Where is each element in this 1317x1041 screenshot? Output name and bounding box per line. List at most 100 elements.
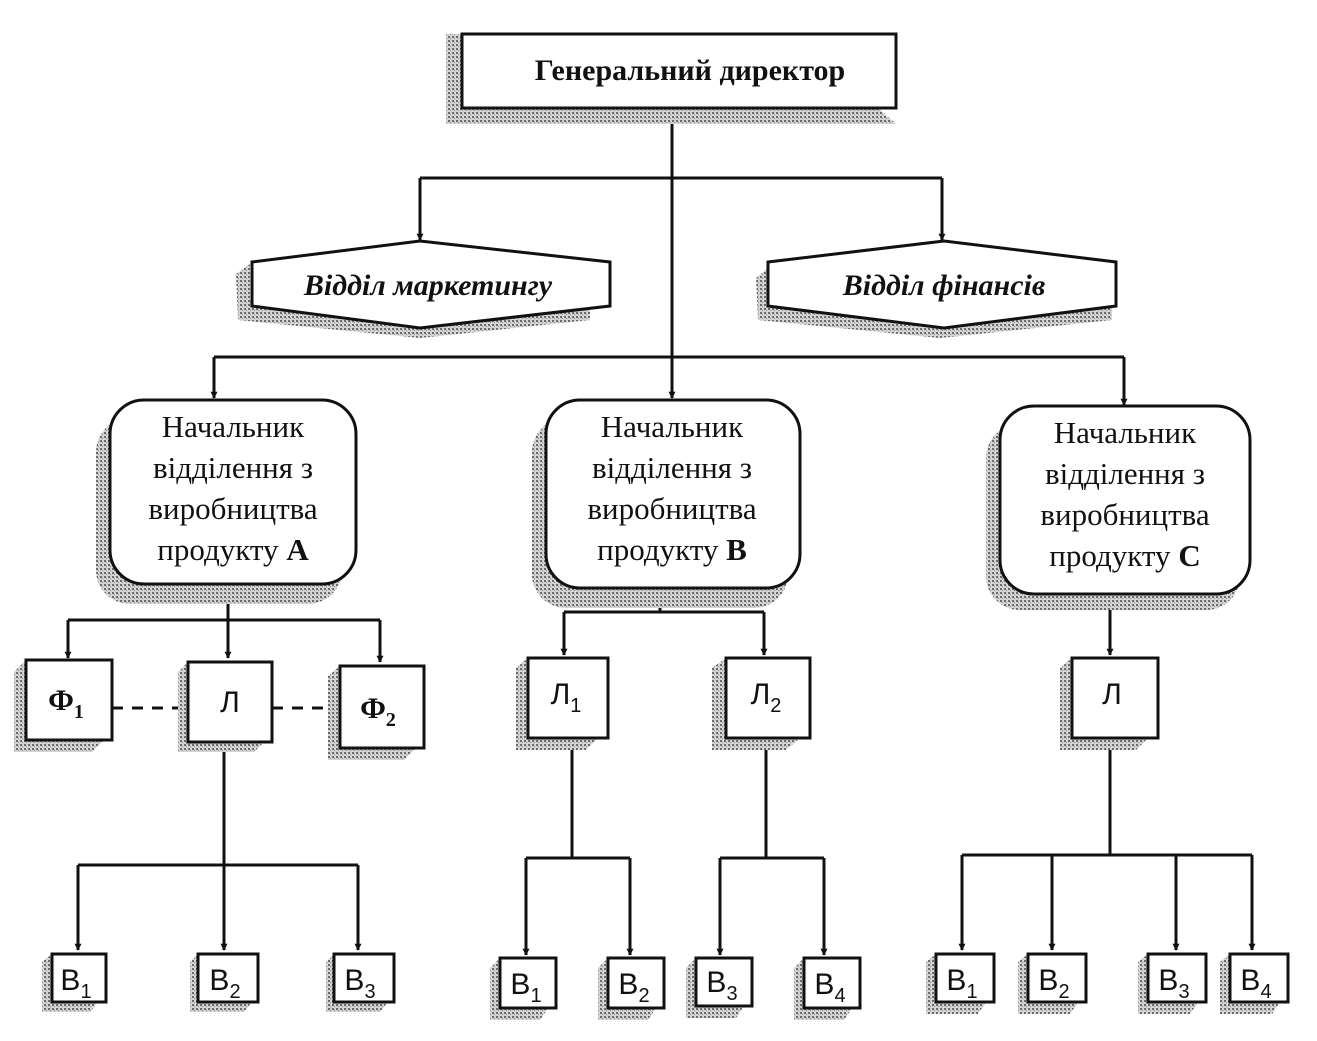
division-head-c-line1: Начальник [1054, 415, 1197, 450]
marketing-department-box [250, 239, 612, 330]
worker-subscript: 3 [1178, 981, 1189, 1003]
worker-box [1026, 952, 1088, 1004]
product-letter: C [1178, 538, 1200, 573]
unit-box [1070, 656, 1160, 740]
worker-subscript: 2 [229, 981, 240, 1003]
node-shadow [598, 958, 656, 1020]
unit-a-f1: Ф1 [14, 658, 114, 752]
unit-box [724, 656, 812, 740]
unit-label: Ф2 [360, 692, 396, 731]
worker-subscript: 1 [530, 985, 541, 1007]
worker-a-2: В2 [190, 952, 260, 1012]
worker-letter: В [1240, 964, 1260, 997]
division-head-c-node: Начальник відділення з виробництва проду… [986, 404, 1252, 610]
marketing-department-label: Відділ маркетингу [303, 269, 553, 302]
worker-box [50, 952, 108, 1004]
unit-label: Л2 [751, 678, 782, 717]
general-director-node: Генеральний директор [446, 32, 898, 124]
worker-box [934, 952, 996, 1004]
worker-c-2: В2 [1018, 952, 1088, 1014]
worker-label: В1 [510, 968, 541, 1007]
worker-label: В2 [618, 968, 649, 1007]
node-shadow [328, 666, 416, 760]
worker-letter: В [60, 964, 80, 997]
unit-subscript: 1 [74, 701, 84, 723]
unit-label: Л [1102, 678, 1122, 711]
worker-label: В3 [1158, 964, 1189, 1003]
worker-letter: В [946, 964, 966, 997]
worker-box [1146, 952, 1208, 1004]
division-head-a-line2: відділення з [153, 450, 313, 485]
unit-c-l: Л [1060, 656, 1160, 750]
worker-subscript: 1 [966, 981, 977, 1003]
worker-letter: В [344, 964, 364, 997]
node-shadow [794, 958, 852, 1020]
worker-c-1: В1 [926, 952, 996, 1014]
unit-a-f2: Ф2 [328, 664, 426, 760]
division-head-a-box [108, 398, 358, 586]
worker-label: В3 [344, 964, 375, 1003]
worker-label: В4 [1240, 964, 1271, 1003]
node-shadow [326, 954, 388, 1012]
worker-letter: В [1038, 964, 1058, 997]
unit-box [338, 664, 426, 750]
unit-letter: Ф [48, 684, 74, 717]
division-head-b-line1: Начальник [601, 409, 744, 444]
worker-letter: В [814, 968, 834, 1001]
worker-box [694, 956, 754, 1008]
worker-letter: В [510, 968, 530, 1001]
worker-subscript: 2 [638, 985, 649, 1007]
unit-b-l2: Л2 [712, 656, 812, 750]
general-director-label: Генеральний директор [535, 54, 846, 87]
worker-subscript: 2 [1058, 981, 1069, 1003]
node-shadow [42, 954, 98, 1012]
unit-letter: Л [551, 678, 571, 711]
node-shadow [190, 954, 252, 1012]
worker-a-1: В1 [42, 952, 108, 1012]
node-shadow [14, 660, 104, 752]
worker-c-3: В3 [1138, 952, 1208, 1014]
division-head-a-line3: виробництва [148, 491, 318, 526]
line-prefix: продукту [597, 532, 726, 567]
worker-label: В3 [706, 966, 737, 1005]
worker-label: В4 [814, 968, 845, 1007]
unit-subscript: 1 [570, 695, 581, 717]
worker-label: В2 [209, 964, 240, 1003]
product-letter: B [726, 532, 747, 567]
node-shadow [1060, 658, 1148, 750]
node-shadow [490, 958, 548, 1020]
worker-subscript: 4 [1260, 981, 1271, 1003]
worker-box [802, 956, 862, 1010]
division-head-c-line2: відділення з [1045, 456, 1205, 491]
node-shadow [516, 658, 598, 750]
division-head-a-line1: Начальник [162, 409, 305, 444]
unit-a-l: Л [178, 660, 274, 752]
general-director-box [460, 32, 898, 110]
division-head-a-node: Начальник відділення з виробництва проду… [96, 398, 358, 604]
line-prefix: продукту [1049, 538, 1178, 573]
node-shadow [756, 268, 1112, 338]
unit-box [186, 660, 274, 744]
division-head-b-line4: продукту B [597, 532, 747, 567]
worker-label: В2 [1038, 964, 1069, 1003]
worker-b-2: В2 [598, 956, 666, 1020]
division-head-b-line3: виробництва [587, 491, 757, 526]
division-head-b-line2: відділення з [592, 450, 752, 485]
worker-box [332, 952, 396, 1004]
worker-letter: В [618, 968, 638, 1001]
worker-label: В1 [946, 964, 977, 1003]
division-head-b-box [544, 398, 802, 590]
worker-subscript: 3 [726, 983, 737, 1005]
unit-subscript: 2 [386, 709, 396, 731]
unit-label: Ф1 [48, 684, 84, 723]
unit-letter: Л [220, 686, 240, 719]
worker-box [606, 956, 666, 1010]
unit-letter: Ф [360, 692, 386, 725]
unit-box [24, 658, 114, 742]
product-letter: A [286, 532, 309, 567]
worker-b-1: В1 [490, 956, 558, 1020]
finance-department-box [766, 239, 1118, 330]
worker-letter: В [209, 964, 229, 997]
division-head-c-line3: виробництва [1040, 497, 1210, 532]
node-shadow [712, 658, 800, 750]
